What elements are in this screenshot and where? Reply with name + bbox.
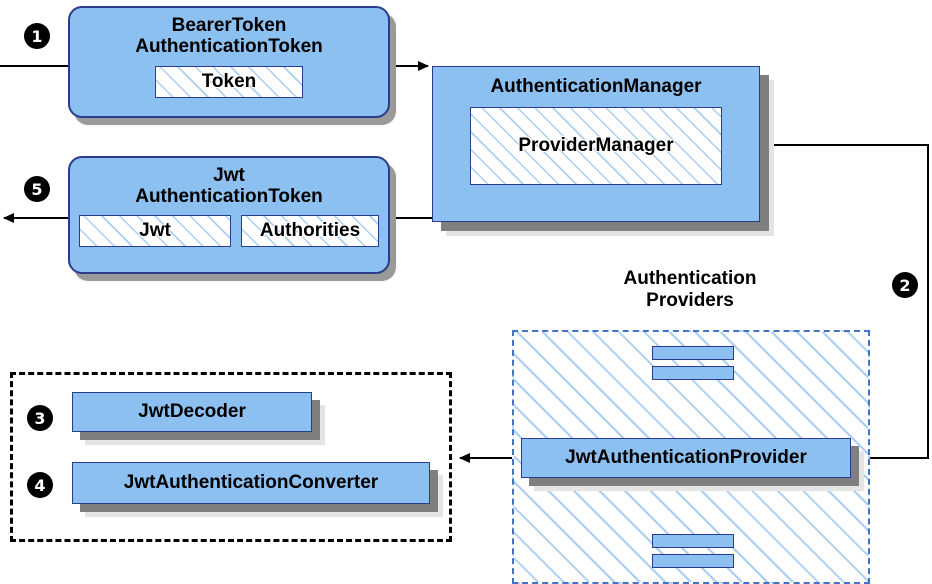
badge-step-5: 5 [24,176,50,202]
badge-step-2: 2 [892,272,918,298]
node-jwt-decoder[interactable]: JwtDecoder [72,392,312,432]
slot-provider-manager[interactable]: ProviderManager [470,107,722,185]
bearer-token-title: BearerToken AuthenticationToken [135,15,323,58]
slot-provider-manager-label: ProviderManager [518,135,674,156]
jwt-token-slots: Jwt Authorities [79,214,379,247]
badge-step-3: 3 [27,405,53,431]
jwt-decoder-label: JwtDecoder [138,401,246,422]
slot-jwt-label: Jwt [139,219,171,241]
slot-authorities-label: Authorities [259,219,361,241]
node-jwt-authentication-token[interactable]: Jwt AuthenticationToken Jwt Authorities [68,156,390,274]
slot-token-label: Token [201,70,257,92]
slot-jwt[interactable]: Jwt [79,214,231,247]
provider-placeholder-bar-1 [652,346,734,360]
authentication-manager-title: AuthenticationManager [490,76,702,97]
provider-placeholder-bar-4 [652,554,734,568]
provider-placeholder-bar-2 [652,366,734,380]
node-bearer-token-authentication-token[interactable]: BearerToken AuthenticationToken Token [68,6,390,118]
provider-placeholder-bar-3 [652,534,734,548]
jwt-support-region [10,372,452,542]
slot-token[interactable]: Token [155,65,303,98]
node-jwt-authentication-provider[interactable]: JwtAuthenticationProvider [521,438,851,478]
jwt-token-title: Jwt AuthenticationToken [135,165,323,208]
badge-step-1: 1 [24,23,50,49]
authentication-providers-caption: Authentication Providers [623,268,757,311]
node-authentication-manager[interactable]: AuthenticationManager ProviderManager [432,66,760,222]
node-jwt-authentication-converter[interactable]: JwtAuthenticationConverter [72,462,430,504]
slot-authorities[interactable]: Authorities [241,214,379,247]
jwt-authentication-converter-label: JwtAuthenticationConverter [123,472,379,493]
badge-step-4: 4 [27,472,53,498]
jwt-authentication-provider-label: JwtAuthenticationProvider [565,447,807,468]
